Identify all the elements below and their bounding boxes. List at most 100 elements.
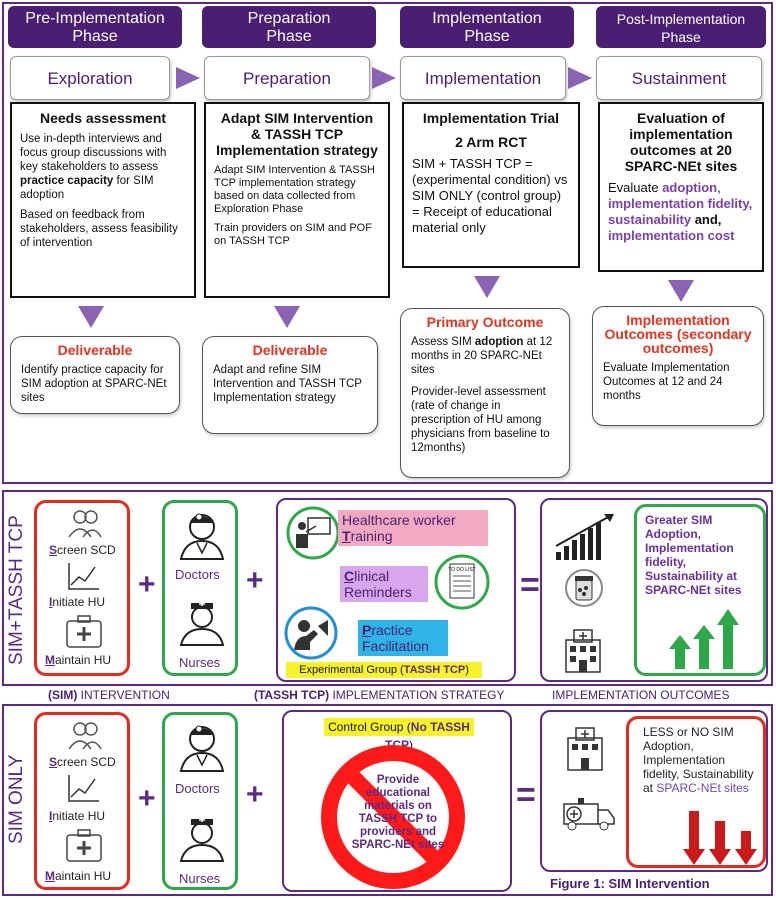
arrow-right-icon: [568, 67, 592, 89]
text: INTERVENTION: [77, 688, 170, 702]
text-part: for SIM adoption: [20, 175, 154, 201]
text-part: Use in-depth interviews and focus group …: [20, 133, 167, 173]
doctors-label: Doctors: [175, 781, 220, 796]
text: LESS or NO SIM Adoption, Implementation …: [643, 725, 754, 795]
trial-body: SIM + TASSH TCP = (experimental conditio…: [412, 156, 568, 235]
text-highlight: adoption: [662, 180, 718, 195]
letter: M: [45, 653, 55, 667]
adapt-sim-box: Adapt SIM Intervention & TASSH TCP Imple…: [204, 102, 390, 298]
letter: S: [49, 543, 58, 557]
initiate-hu-label: Initiate HU: [49, 595, 105, 609]
text: nitiate HU: [52, 595, 106, 609]
arrow-down-icon: [474, 276, 500, 298]
plus-icon: +: [246, 564, 264, 597]
phase-line2: Phase: [661, 29, 701, 45]
text: linical: [354, 568, 390, 584]
pill-bottle-icon: [565, 569, 603, 607]
text-bold: and,: [691, 212, 722, 227]
text: Training: [342, 528, 484, 544]
sim-steps-box: Screen SCD Initiate HU Maintain HU: [34, 500, 130, 676]
equals-icon: =: [520, 566, 540, 604]
text-bold: (TASSH TCP): [254, 688, 330, 702]
stage-exploration: Exploration: [10, 56, 170, 100]
control-group-label: Control Group (No TASSH TCP): [324, 718, 474, 752]
phase-line1: Preparation: [247, 10, 331, 27]
facilitator-icon: [284, 606, 338, 660]
letter: T: [342, 528, 351, 544]
text-part: Evaluate: [608, 180, 663, 195]
text: Experimental Group (: [299, 664, 404, 676]
text: ): [465, 664, 469, 676]
todo-text: TO DO LIST: [448, 567, 476, 573]
text: aintain HU: [55, 869, 112, 883]
phases-frame: [2, 2, 773, 484]
text: Practice: [362, 622, 444, 638]
maintain-hu-label: Maintain HU: [45, 869, 111, 883]
needs-assessment-text: Use in-depth interviews and focus group …: [20, 132, 186, 202]
needs-assessment-title: Needs assessment: [39, 110, 167, 126]
primary-outcome-text: Assess SIM adoption at 12 months in 20 S…: [411, 335, 559, 377]
deliverable-box-1: Deliverable Identify practice capacity f…: [10, 336, 180, 414]
sim-steps-box-control: Screen SCD Initiate HU Maintain HU: [34, 712, 130, 890]
text: nitiate HU: [52, 809, 106, 823]
sim-tassh-side-label: SIM+TASSH TCP: [6, 515, 27, 665]
text: ractice: [371, 622, 413, 638]
tassh-strategy-box: Healthcare worker Training Clinical Remi…: [276, 498, 516, 682]
text-highlight: implementation cost: [608, 228, 735, 243]
phase-line2: Phase: [72, 28, 118, 45]
hospital-icon: [565, 629, 601, 673]
phase-line1: Pre-Implementation: [25, 10, 165, 27]
plus-icon: +: [138, 782, 156, 815]
sim-only-frame: [2, 704, 773, 896]
doctors-label: Doctors: [175, 567, 220, 582]
less-sim-box: LESS or NO SIM Adoption, Implementation …: [626, 716, 766, 868]
providers-box-control: Doctors Nurses: [162, 712, 238, 890]
experimental-group-label: Experimental Group (TASSH TCP): [286, 662, 482, 678]
people-icon: [68, 722, 102, 750]
nurses-label: Nurses: [179, 655, 221, 670]
text-bold: practice capacity: [20, 175, 114, 187]
phase-line1: Implementation: [432, 10, 542, 27]
trend-chart-icon: [68, 775, 99, 802]
evaluation-box: Evaluation of implementation outcomes at…: [598, 102, 764, 272]
implementation-outcomes-label: IMPLEMENTATION OUTCOMES: [552, 688, 730, 702]
text: Healthcare worker: [342, 512, 456, 528]
control-group-box: Control Group (No TASSH TCP) Provide edu…: [282, 710, 512, 892]
phase-header-pre-implementation: Pre-Implementation Phase: [8, 6, 182, 48]
stage-sustainment: Sustainment: [596, 56, 762, 100]
primary-outcome-title: Primary Outcome: [426, 314, 544, 330]
implementation-outcomes-title: Implementation Outcomes (secondary outco…: [604, 312, 752, 356]
practice-facilitation-label: Practice Facilitation: [358, 620, 448, 656]
text-part: ,: [717, 180, 721, 195]
nurses-label: Nurses: [179, 871, 221, 886]
figure-caption: Figure 1: SIM Intervention: [550, 876, 710, 891]
phase-line2: Phase: [464, 28, 510, 45]
greater-sim-box: Greater SIM Adoption, Implementation fid…: [634, 504, 766, 676]
doctor-icon: [179, 725, 225, 772]
clinical-reminders-label: Clinical Reminders: [340, 566, 428, 602]
deliverable-body: Adapt and refine SIM Intervention and TA…: [213, 364, 362, 404]
first-aid-kit-icon: [66, 615, 102, 648]
deliverable-body: Identify practice capacity for SIM adopt…: [21, 364, 167, 404]
adapt-sim-text: Adapt SIM Intervention & TASSH TCP imple…: [214, 164, 376, 215]
phase-line1: Post-Implementation: [616, 11, 746, 27]
red-down-arrows-icon: [683, 811, 757, 865]
tassh-strategy-label: (TASSH TCP) IMPLEMENTATION STRATEGY: [254, 688, 504, 702]
plus-icon: +: [246, 778, 264, 811]
deliverable-title: Deliverable: [252, 342, 328, 358]
stage-implementation: Implementation: [400, 56, 566, 100]
evaluation-body: Evaluate adoption, implementation fideli…: [608, 180, 754, 244]
screen-scd-label: Screen SCD: [49, 543, 116, 557]
implementation-outcomes-body: Evaluate Implementation Outcomes at 12 a…: [603, 362, 730, 402]
letter: P: [362, 622, 372, 638]
feasibility-text: Based on feedback from stakeholders, ass…: [20, 209, 178, 249]
healthcare-training-label: Healthcare worker Training: [338, 510, 488, 546]
provide-materials-text: Provide educational materials on TASSH T…: [351, 774, 445, 851]
phase-header-post-implementation: Post-Implementation Phase: [596, 6, 766, 48]
first-aid-kit-icon: [66, 829, 102, 862]
letter: M: [45, 869, 55, 883]
equals-icon: =: [516, 776, 536, 814]
nurse-icon: [179, 818, 225, 862]
deliverable-box-2: Deliverable Adapt and refine SIM Interve…: [202, 336, 378, 434]
maintain-hu-label: Maintain HU: [45, 653, 111, 667]
